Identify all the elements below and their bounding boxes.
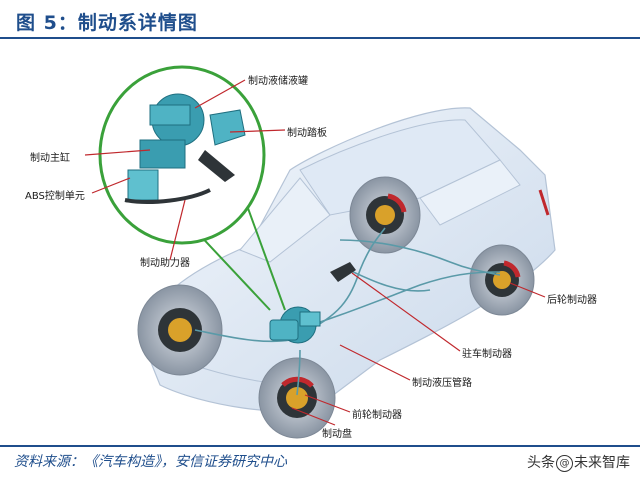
callout-lines	[84, 79, 546, 426]
label-hydraulic-lines: 制动液压管路	[412, 378, 472, 389]
watermark-name: 未来智库	[574, 455, 630, 471]
label-parking-brake: 驻车制动器	[462, 349, 512, 360]
brake-lines	[194, 227, 501, 396]
label-rear-brake: 后轮制动器	[547, 295, 597, 306]
label-front-brake: 前轮制动器	[352, 410, 402, 421]
zoom-detail	[98, 65, 286, 311]
label-brake-disc: 制动盘	[322, 429, 352, 440]
watermark-at: @	[556, 455, 573, 472]
title-divider	[0, 37, 640, 39]
label-abs-unit: ABS控制单元	[25, 191, 85, 202]
source-note: 资料来源：《汽车构造》，安信证券研究中心	[14, 454, 287, 470]
rear-right-wheel	[469, 244, 535, 316]
booster-assembly	[269, 306, 321, 344]
label-master-cylinder: 制动主缸	[30, 153, 70, 164]
figure-title: 图 5：制动系详情图	[16, 12, 198, 34]
rear-left-wheel	[349, 176, 421, 254]
label-fluid-reservoir: 制动液储液罐	[248, 76, 308, 87]
watermark: 头条@未来智库	[527, 452, 630, 472]
brake-system-diagram	[84, 65, 556, 439]
label-booster: 制动助力器	[140, 258, 190, 269]
front-left-wheel	[137, 284, 223, 376]
car-body	[139, 107, 556, 412]
watermark-prefix: 头条	[527, 455, 555, 471]
source-divider	[0, 445, 640, 447]
parking-brake-lever	[330, 262, 356, 282]
label-brake-pedal: 制动踏板	[287, 128, 327, 139]
